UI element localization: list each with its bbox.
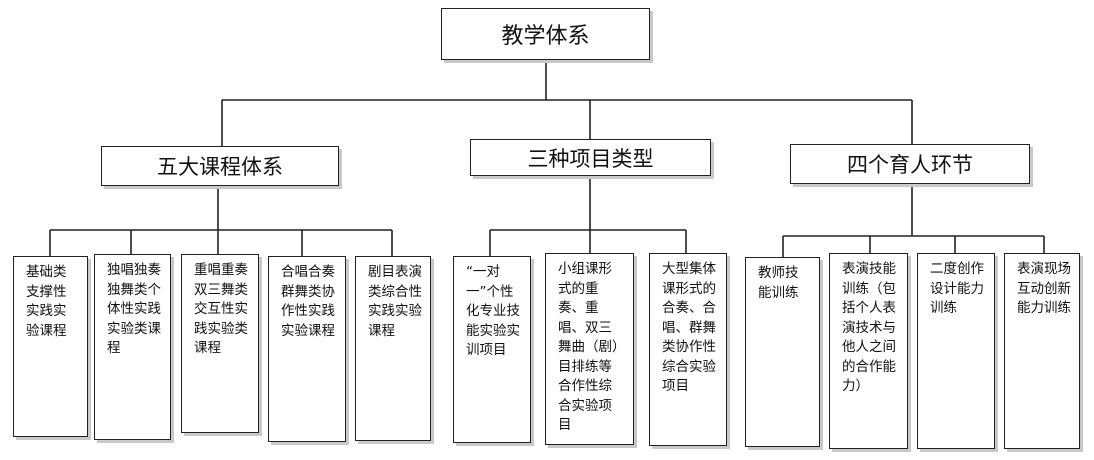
category-3-title: 四个育人环节 — [790, 144, 1030, 184]
training-live-interaction: 表演现场互动创新能力训练 — [1004, 253, 1080, 449]
course-chorus-collaborative: 合唱合奏群舞类协作性实践实验课程 — [268, 256, 346, 442]
training-teacher-skills: 教师技能训练 — [745, 257, 820, 447]
project-large-group: 大型集体课形式的合奏、合唱、群舞类协作性综合实验项目 — [649, 253, 727, 446]
course-ensemble-interactive: 重唱重奏双三舞类交互性实践实验类课程 — [181, 254, 259, 433]
category-1-title: 五大课程体系 — [101, 146, 339, 186]
course-solo: 独唱独奏独舞类个体性实践实验类课程 — [94, 254, 171, 440]
training-secondary-creation: 二度创作设计能力训练 — [917, 253, 995, 449]
course-repertoire-comprehensive: 剧目表演类综合性实践实验课程 — [355, 256, 431, 441]
category-2-title: 三种项目类型 — [470, 139, 711, 176]
project-small-group: 小组课形式的重奏、重唱、双三舞曲（剧）目排练等合作性综合实验项目 — [545, 253, 634, 445]
project-one-to-one: “一对一”个性化专业技能实验实训项目 — [453, 256, 531, 443]
course-basic-support: 基础类支撑性实践实验课程 — [13, 256, 88, 437]
training-performance-skills: 表演技能训练（包括个人表演技术与他人之间的合作能力） — [829, 253, 908, 449]
root-node-title: 教学体系 — [441, 8, 650, 60]
